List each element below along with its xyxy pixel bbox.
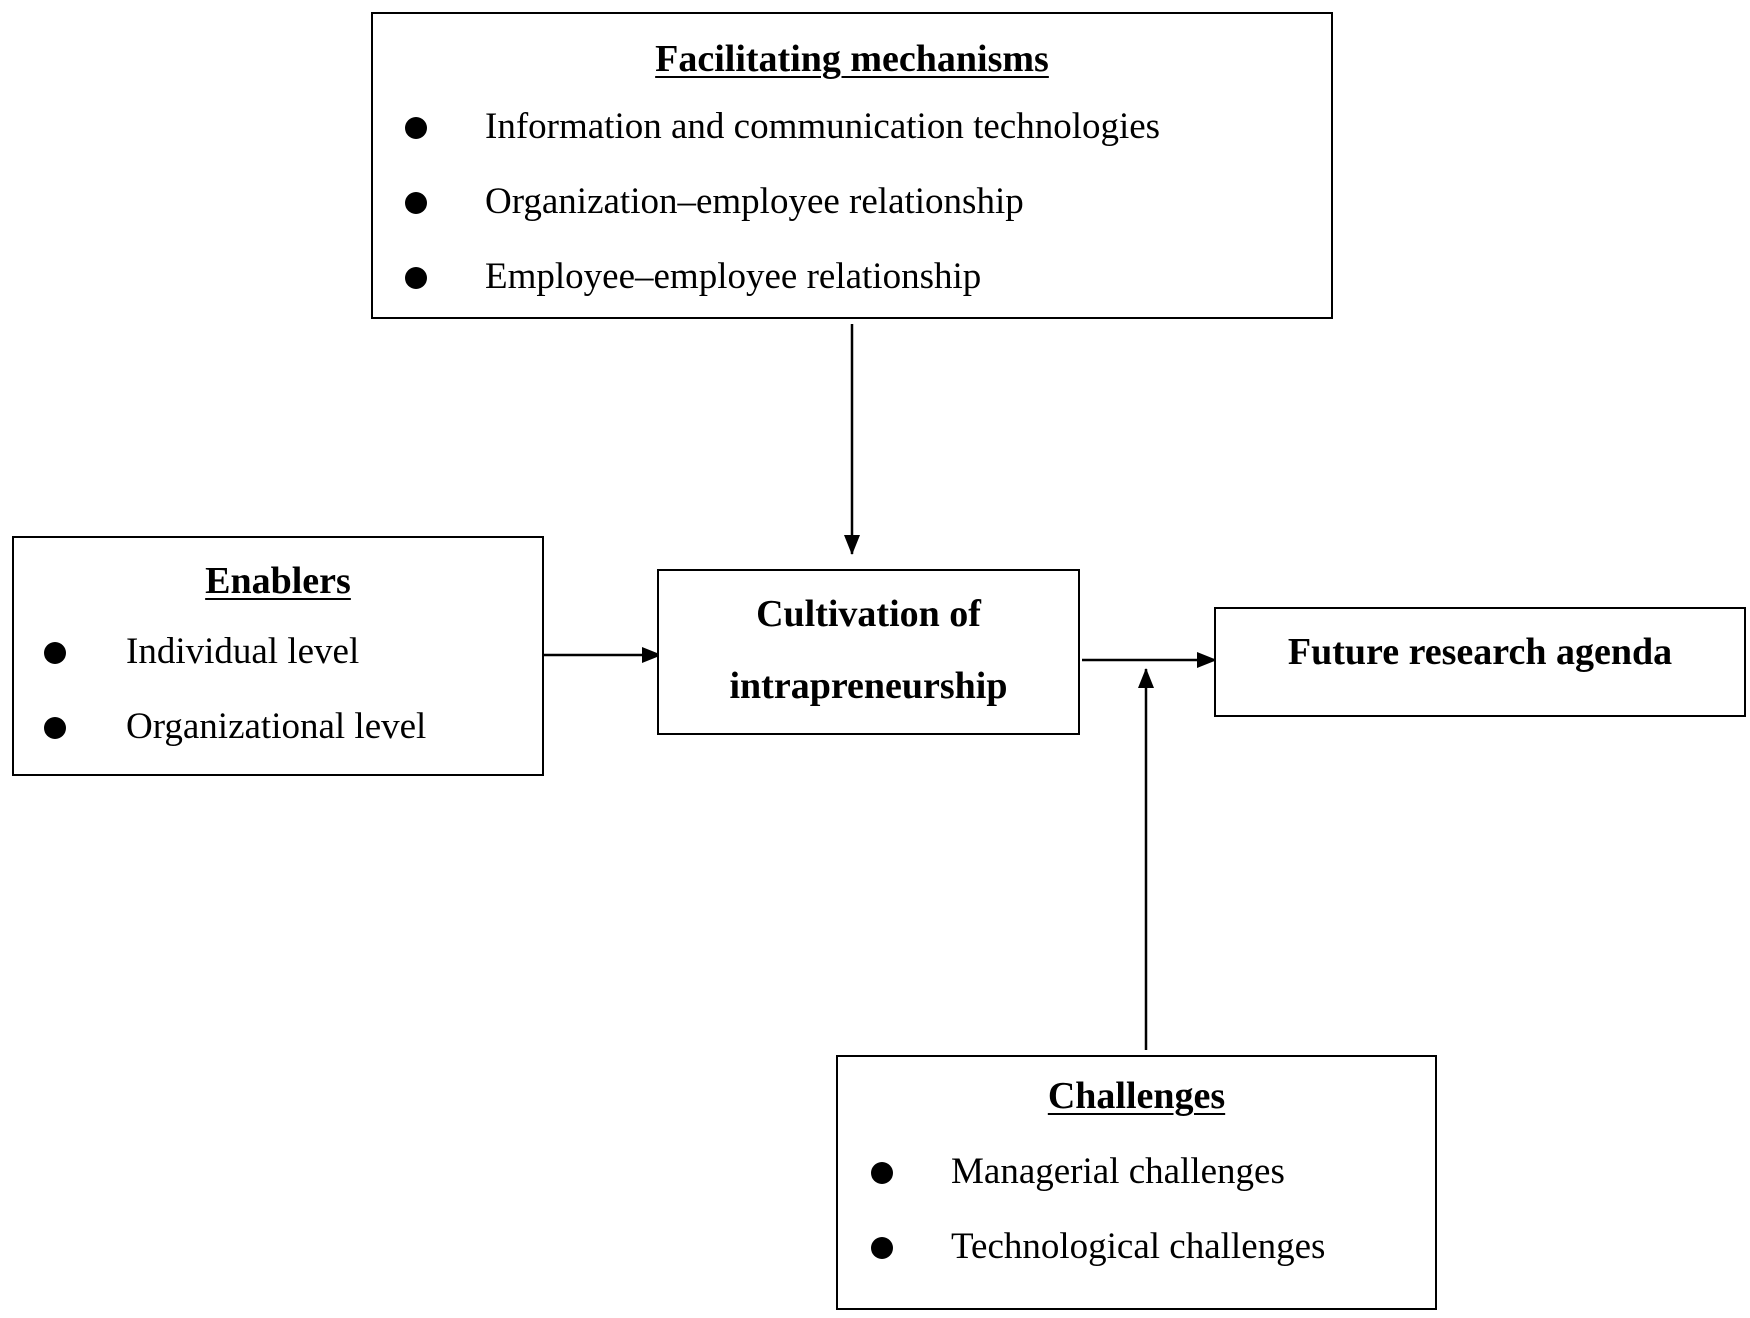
bullet-icon [44, 717, 66, 739]
challenges-title: Challenges [1047, 1075, 1226, 1117]
cultivation-box: Cultivation of intrapreneurship [657, 569, 1080, 735]
challenges-box: Challenges Managerial challenges Technol… [836, 1055, 1437, 1310]
list-item-text: Employee–employee relationship [485, 256, 982, 297]
future-research-label: Future research agenda [1287, 631, 1673, 673]
bullet-icon [871, 1237, 893, 1259]
enablers-title: Enablers [205, 560, 351, 602]
list-item-text: Information and communication technologi… [485, 106, 1161, 147]
bullet-icon [44, 642, 66, 664]
cultivation-label-line1: Cultivation of [756, 593, 981, 635]
facilitating-mechanisms-title: Facilitating mechanisms [655, 38, 1049, 80]
list-item-text: Managerial challenges [951, 1151, 1285, 1192]
enablers-box: Enablers Individual level Organizational… [12, 536, 544, 776]
bullet-icon [405, 192, 427, 214]
bullet-icon [405, 267, 427, 289]
facilitating-mechanisms-box: Facilitating mechanisms Information and … [371, 12, 1333, 319]
bullet-icon [405, 117, 427, 139]
future-research-box: Future research agenda [1214, 607, 1746, 717]
bullet-icon [871, 1162, 893, 1184]
cultivation-label-line2: intrapreneurship [729, 665, 1008, 707]
list-item-text: Technological challenges [951, 1226, 1326, 1267]
list-item-text: Individual level [126, 631, 360, 672]
list-item-text: Organizational level [126, 706, 427, 747]
list-item-text: Organization–employee relationship [485, 181, 1024, 222]
